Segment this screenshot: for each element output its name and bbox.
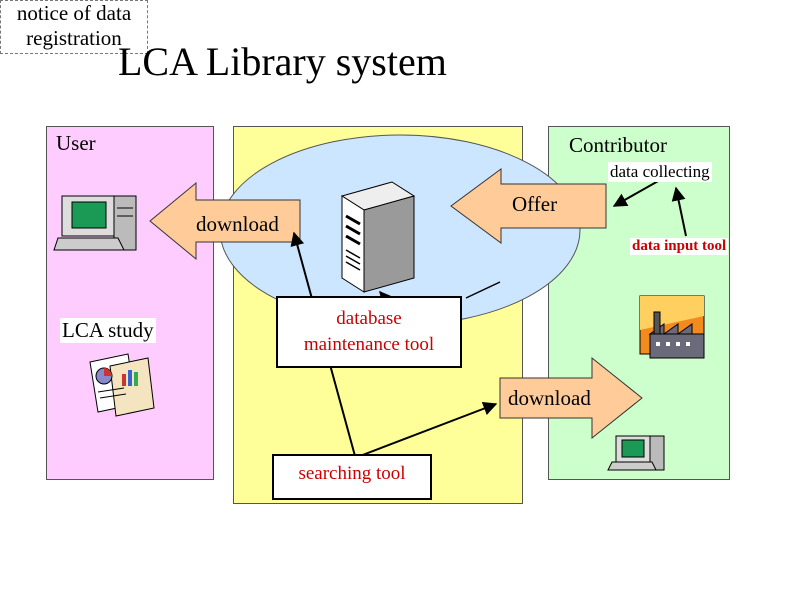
download-arrow-left xyxy=(149,181,301,261)
notice-line-2: registration xyxy=(26,26,122,50)
factory-icon xyxy=(639,295,705,359)
connector-search-to-download-right xyxy=(359,401,498,457)
connector-input-to-collecting xyxy=(671,186,687,237)
data-input-tool-label: data input tool xyxy=(630,238,729,255)
connector-collecting-to-offer xyxy=(612,179,661,207)
database-maintenance-tool-box: database maintenance tool xyxy=(276,296,462,368)
contributor-panel-label: Contributor xyxy=(569,133,667,157)
offer-arrow xyxy=(450,168,607,244)
download-arrow-right xyxy=(499,356,643,440)
searching-tool-box: searching tool xyxy=(272,454,432,500)
connector-notice xyxy=(465,281,501,299)
db-tool-line-2: maintenance tool xyxy=(303,334,435,355)
offer-label: Offer xyxy=(512,192,557,216)
user-panel xyxy=(46,126,214,480)
user-computer-icon xyxy=(53,195,137,251)
db-tool-line-1: database xyxy=(336,308,402,329)
notice-registration-box: notice of data registration xyxy=(0,0,148,54)
diagram-title: LCA Library system xyxy=(118,39,447,84)
download-left-label: download xyxy=(196,212,279,236)
download-right-label: download xyxy=(508,386,591,410)
lca-study-label: LCA study xyxy=(60,318,156,343)
contributor-computer-icon xyxy=(607,435,665,471)
user-panel-label: User xyxy=(56,131,96,155)
document-icon xyxy=(89,353,155,417)
data-collecting-label: data collecting xyxy=(608,162,712,182)
notice-line-1: notice of data xyxy=(16,1,132,25)
server-icon xyxy=(340,181,416,293)
